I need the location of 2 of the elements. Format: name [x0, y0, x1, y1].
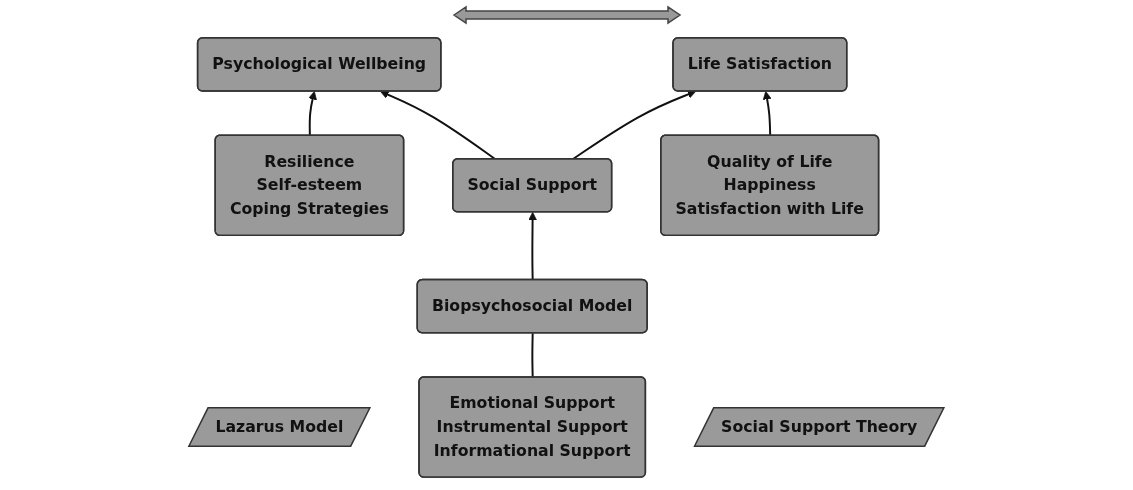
arrow [763, 91, 772, 137]
arrow [308, 91, 317, 137]
